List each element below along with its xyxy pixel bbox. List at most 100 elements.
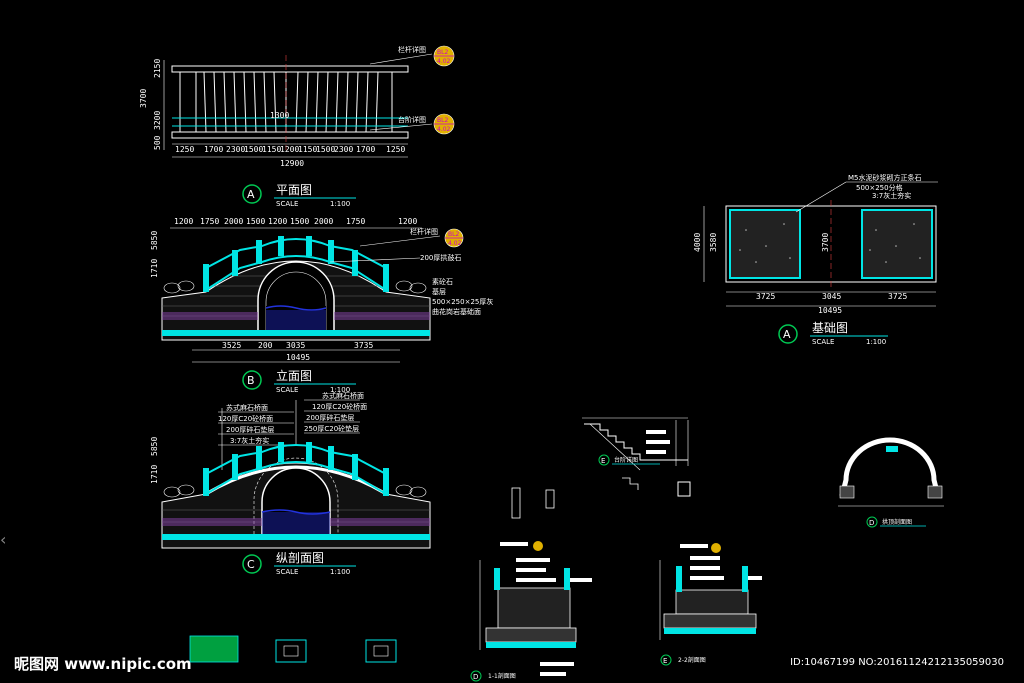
found-dim-b1: 3725 <box>756 292 775 301</box>
sec-dim-left-2: 5850 <box>150 437 159 456</box>
elev-dim-t4: 1500 <box>246 217 265 226</box>
elev-callout-4: 曲花岗岩基础面 <box>432 307 481 316</box>
plan-view: 1300 2150 3700 3200 500 1250 1700 2300 1… <box>139 45 455 208</box>
elev-title: 立面图 <box>276 368 312 383</box>
plan-detail-marker-1: BL2 4.02 <box>433 45 455 67</box>
found-badge: A <box>783 328 791 341</box>
elev-scale-label: SCALE <box>276 386 298 394</box>
sec-note-l1: 苏式麻石桥面 <box>226 403 268 412</box>
elev-dim-t9: 1200 <box>398 217 417 226</box>
watermark-site: 昵图网 www.nipic.com <box>14 655 192 673</box>
found-scale-value: 1:100 <box>866 338 886 346</box>
plan-detail-ref-1: BL2 <box>437 49 448 56</box>
plan-dim-b9: 2300 <box>334 145 353 154</box>
elev-dim-b1: 3525 <box>222 341 241 350</box>
elev-dim-b3: 3035 <box>286 341 305 350</box>
arch-badge: D <box>869 519 874 527</box>
elev-dim-t6: 1500 <box>290 217 309 226</box>
found-dim-b2: 3045 <box>822 292 841 301</box>
section-view: 苏式麻石桥面 120厚C20砼桥面 200厚碎石垫层 3:7灰土夯实 苏式麻石桥… <box>150 391 431 576</box>
detail-d: D 1-1剖面图 <box>470 541 592 682</box>
found-note-2: 500×250分格 <box>856 183 903 192</box>
sec-note-r1: 苏式麻石桥面 <box>322 391 364 400</box>
elev-dim-t7: 2000 <box>314 217 333 226</box>
plan-dim-b4: 1500 <box>244 145 263 154</box>
plan-detail-sheet-2: 4.02 <box>437 126 451 133</box>
detail-e: E 2-2剖面图 <box>659 543 762 666</box>
elev-detail-sheet: 4.02 <box>448 240 462 247</box>
elev-scale-value: 1:100 <box>330 386 350 394</box>
plan-dim-b2: 1700 <box>204 145 223 154</box>
detail-d-badge: D <box>473 673 478 681</box>
elev-callout-3: 500×250×25厚灰 <box>432 297 493 306</box>
elev-dim-b2: 200 <box>258 341 273 350</box>
watermark-id: ID:10467199 NO:20161124212135059030 <box>790 657 1004 668</box>
chevron-left-icon[interactable]: ‹ <box>0 530 7 549</box>
found-note-1: M5水泥砂浆砌方正条石 <box>848 173 922 182</box>
step-badge: E <box>601 457 605 465</box>
arch-detail: D 拱顶剖面图 <box>838 437 944 528</box>
found-dim-left-2: 3580 <box>709 233 718 252</box>
plan-dim-b7: 1150 <box>298 145 317 154</box>
plan-dim-b8: 1500 <box>316 145 335 154</box>
plan-detail-sheet-1: 4.02 <box>437 58 451 65</box>
plan-dim-b6: 1200 <box>280 145 299 154</box>
plan-dim-b3: 2300 <box>226 145 245 154</box>
sec-scale-label: SCALE <box>276 568 298 576</box>
elev-dim-b4: 3735 <box>354 341 373 350</box>
foundation-view: 3725 3045 3725 10495 4000 3580 3700 M5水泥… <box>693 173 938 346</box>
elev-dim-t2: 1750 <box>200 217 219 226</box>
bottom-thumbnails <box>189 487 555 663</box>
elev-callout-railing: 栏杆详图 <box>410 227 438 236</box>
found-dim-left-1: 4000 <box>693 233 702 252</box>
elev-detail-marker: BL2 4.02 <box>444 228 464 248</box>
step-detail: E 台阶详图 <box>582 417 691 497</box>
sec-note-r4: 250厚C20砼垫层 <box>304 424 359 433</box>
plan-dim-left-3: 3200 <box>153 111 162 130</box>
found-dim-total: 10495 <box>818 306 842 315</box>
elev-dim-total: 10495 <box>286 353 310 362</box>
found-note-3: 3:7灰土夯实 <box>872 191 911 200</box>
arch-title: 拱顶剖面图 <box>882 518 912 526</box>
elevation-view: 1200 1750 2000 1500 1200 1500 2000 1750 … <box>150 217 493 394</box>
detail-e-title: 2-2剖面图 <box>678 656 706 664</box>
plan-title: 平面图 <box>276 183 312 197</box>
sec-badge: C <box>247 558 255 571</box>
elev-callout-2: 基层 <box>432 287 446 296</box>
detail-e-badge: E <box>663 657 667 665</box>
plan-dim-b5: 1150 <box>262 145 281 154</box>
sec-note-r2: 120厚C20砼桥面 <box>312 402 367 411</box>
elev-dim-t5: 1200 <box>268 217 287 226</box>
sec-dim-left-1: 1710 <box>150 465 159 484</box>
elev-badge: B <box>247 374 255 387</box>
sec-note-l4: 3:7灰土夯实 <box>230 436 269 445</box>
sec-note-l3: 200厚碎石垫层 <box>226 425 274 434</box>
elev-callout-1: 素砼石 <box>432 277 453 286</box>
plan-scale-value: 1:100 <box>330 200 350 208</box>
plan-dim-total: 12900 <box>280 159 304 168</box>
found-dim-b3: 3725 <box>888 292 907 301</box>
plan-dim-left-1: 2150 <box>153 59 162 78</box>
plan-detail-marker-2: BL2 4.02 <box>433 113 455 135</box>
elev-dim-t1: 1200 <box>174 217 193 226</box>
sec-title: 纵剖面图 <box>276 551 324 565</box>
plan-dim-b10: 1700 <box>356 145 375 154</box>
elev-dim-left-1: 1710 <box>150 259 159 278</box>
sec-note-l2: 120厚C20砼桥面 <box>218 414 273 423</box>
plan-center-dim: 1300 <box>270 111 289 120</box>
elev-dim-left-2: 5850 <box>150 231 159 250</box>
plan-scale-label: SCALE <box>276 200 298 208</box>
plan-dim-b1: 1250 <box>175 145 194 154</box>
elev-callout-arch: 200厚拱鼓石 <box>420 253 461 262</box>
plan-detail-ref-2: BL2 <box>437 117 448 124</box>
plan-callout-step: 台阶详图 <box>398 115 426 124</box>
sec-scale-value: 1:100 <box>330 568 350 576</box>
sec-note-r3: 200厚碎石垫层 <box>306 413 354 422</box>
plan-dim-b11: 1250 <box>386 145 405 154</box>
elev-dim-t8: 1750 <box>346 217 365 226</box>
detail-d-title: 1-1剖面图 <box>488 672 516 680</box>
step-title: 台阶详图 <box>614 456 638 464</box>
plan-dim-left-4: 500 <box>153 135 162 150</box>
elev-dim-t3: 2000 <box>224 217 243 226</box>
